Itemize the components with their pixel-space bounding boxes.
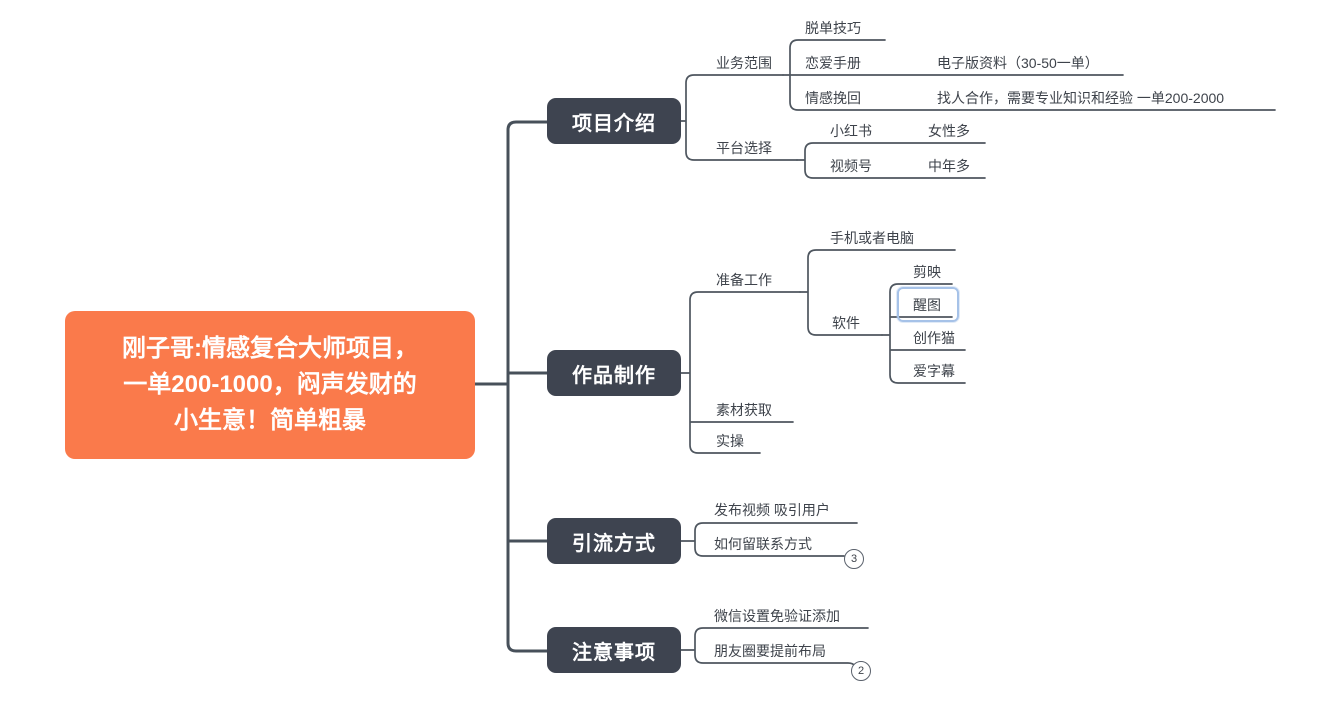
root-topic[interactable]: 刚子哥:情感复合大师项目， 一单200-1000，闷声发财的 小生意！简单粗暴	[65, 311, 475, 459]
topic-video-account[interactable]: 视频号	[830, 158, 872, 174]
topic-love-manual[interactable]: 恋爱手册	[805, 55, 861, 71]
topic-relationship-recovery[interactable]: 情感挽回	[805, 90, 861, 106]
topic-platform-choice[interactable]: 平台选择	[716, 140, 772, 156]
topic-material-acquisition[interactable]: 素材获取	[716, 402, 772, 418]
topic-software[interactable]: 软件	[832, 315, 860, 331]
topic-ebook-material[interactable]: 电子版资料（30-50一单）	[937, 55, 1099, 71]
collapsed-count-badge[interactable]: 2	[851, 661, 871, 681]
main-topic-traffic-method[interactable]: 引流方式	[547, 518, 681, 564]
topic-single-skills[interactable]: 脱单技巧	[805, 20, 861, 36]
topic-phone-or-pc[interactable]: 手机或者电脑	[830, 230, 914, 246]
main-topic-work-production[interactable]: 作品制作	[547, 350, 681, 396]
selection-box	[897, 287, 959, 322]
topic-publish-videos[interactable]: 发布视频 吸引用户	[714, 502, 830, 518]
topic-mostly-female[interactable]: 女性多	[928, 123, 970, 139]
topic-moments-layout[interactable]: 朋友圈要提前布局	[714, 643, 826, 659]
topic-xiaohongshu[interactable]: 小红书	[830, 123, 872, 139]
topic-cooperation-note[interactable]: 找人合作，需要专业知识和经验 一单200-2000	[937, 90, 1225, 106]
topic-mostly-middle-aged[interactable]: 中年多	[928, 158, 970, 174]
topic-jianying[interactable]: 剪映	[913, 264, 941, 280]
main-topic-notes[interactable]: 注意事项	[547, 627, 681, 673]
topic-practice[interactable]: 实操	[716, 433, 744, 449]
topic-wechat-no-verify[interactable]: 微信设置免验证添加	[714, 608, 840, 624]
topic-leave-contact[interactable]: 如何留联系方式	[714, 536, 812, 552]
topic-preparation[interactable]: 准备工作	[716, 272, 772, 288]
topic-chuangzuomao[interactable]: 创作猫	[913, 330, 955, 346]
collapsed-count-badge[interactable]: 3	[844, 549, 864, 569]
topic-business-scope[interactable]: 业务范围	[716, 55, 772, 71]
topic-xingtu[interactable]: 醒图	[913, 297, 941, 313]
main-topic-project-intro[interactable]: 项目介绍	[547, 98, 681, 144]
topic-aizimu[interactable]: 爱字幕	[913, 363, 955, 379]
